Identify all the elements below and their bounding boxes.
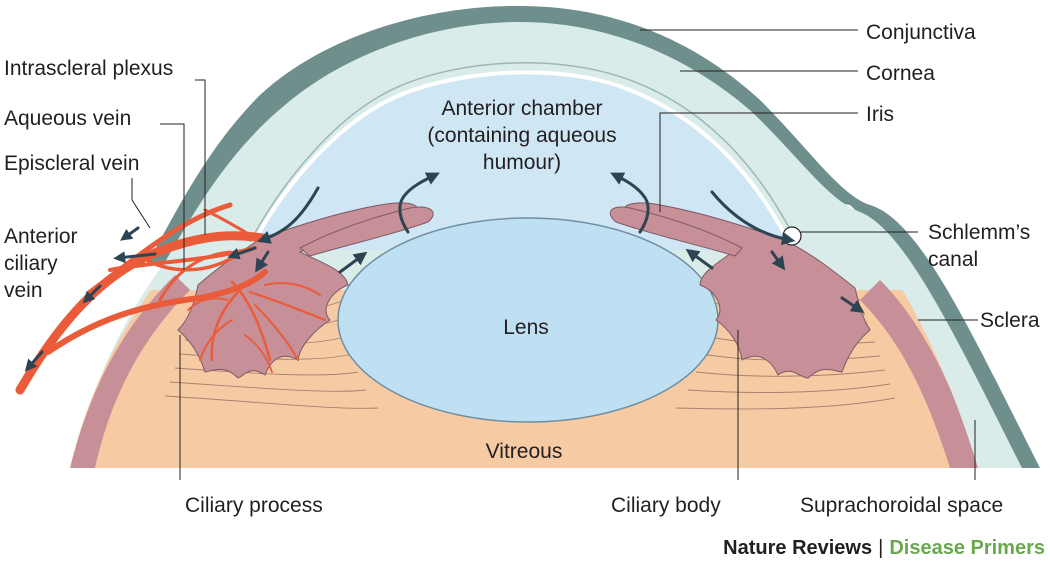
label-anterior-ciliary-vein-line1: Anterior (4, 225, 78, 248)
label-ciliary-body: Ciliary body (611, 494, 721, 517)
aqueous-flow-arrows (24, 172, 865, 372)
credit-separator: | (878, 537, 884, 559)
label-schlemms-canal-line2: canal (928, 248, 978, 271)
label-cornea: Cornea (866, 62, 935, 85)
label-suprachoroidal-space: Suprachoroidal space (800, 494, 1003, 517)
label-ciliary-process: Ciliary process (185, 494, 323, 517)
venous-network (15, 202, 327, 395)
label-aqueous-vein: Aqueous vein (4, 107, 131, 130)
schlemms-canal (782, 226, 802, 246)
label-anterior-chamber-line3: humour) (483, 151, 561, 174)
label-anterior-chamber-line2: (containing aqueous (427, 124, 616, 147)
label-lens: Lens (503, 316, 549, 339)
publisher-name: Nature Reviews (723, 537, 873, 559)
leader-lines (131, 29, 978, 480)
label-conjunctiva: Conjunctiva (866, 21, 976, 44)
cornea-inner-line (249, 62, 793, 243)
label-anterior-ciliary-vein-line2: ciliary (4, 252, 58, 275)
series-name: Disease Primers (889, 537, 1045, 559)
label-schlemms-canal-line1: Schlemm’s (928, 221, 1030, 244)
choroid-left (70, 275, 190, 468)
iris-left (299, 206, 434, 257)
label-iris: Iris (866, 103, 894, 126)
label-sclera: Sclera (980, 309, 1040, 332)
label-anterior-ciliary-vein-line3: vein (4, 279, 43, 302)
choroid-right (860, 280, 978, 468)
iris-right (609, 206, 743, 257)
label-anterior-chamber-line1: Anterior chamber (441, 97, 602, 120)
label-vitreous: Vitreous (486, 440, 563, 463)
cornea-inner-edge (253, 70, 787, 241)
publication-credit: Nature Reviews|Disease Primers (600, 537, 1045, 565)
label-intrascleral-plexus: Intrascleral plexus (4, 57, 173, 80)
label-episcleral-vein: Episcleral vein (4, 152, 139, 175)
